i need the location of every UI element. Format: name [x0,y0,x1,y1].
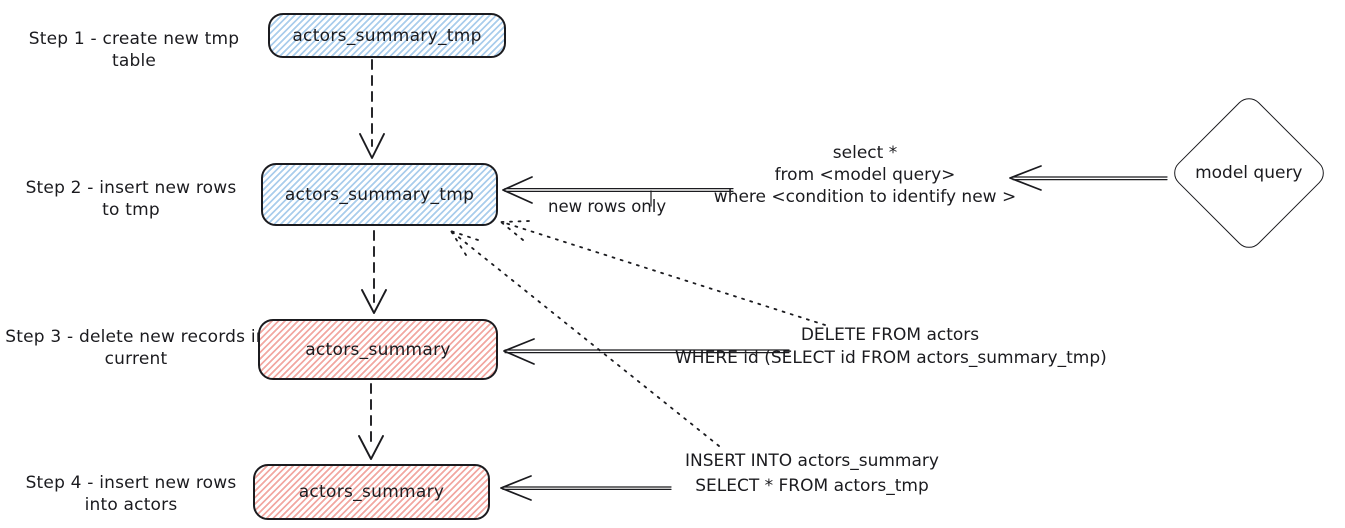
sql-line: WHERE id (SELECT id FROM actors_summary_… [675,348,1107,368]
arrow-sql-to-tmp-head [502,176,533,204]
node-step3-actors-summary: actors_summary [258,319,498,380]
node-label: actors_summary_tmp [292,25,482,46]
insert-sql-note: INSERT INTO actors_summary SELECT * FROM… [662,449,962,499]
step-2-label: Step 2 - insert new rows to tmp [15,177,247,221]
node-label: actors_summary_tmp [284,184,475,205]
dotted-arrowhead-delete-ref [500,220,530,241]
node-step4-actors-summary: actors_summary [253,464,490,520]
model-query-sql-note: select * from <model query> where <condi… [710,142,1020,208]
arrow-diamond-to-sql-shaft [1012,176,1168,181]
step-3-label-line2: current [104,349,168,369]
flow-arrowhead-step1-step2 [359,133,385,159]
step-3-label: Step 3 - delete new records in current [5,326,267,370]
dotted-arrowhead-insert-ref [450,230,479,256]
arrow-sql-to-tmp-shaft [504,188,734,192]
arrow-insert-to-summary-shaft [502,486,672,490]
node-label: actors_summary [305,339,451,360]
arrow-delete-to-summary-shaft [504,349,790,354]
step-2-label-line2: to tmp [102,200,160,220]
flow-arrowhead-step2-step3 [361,289,387,314]
step-3-label-line1: Step 3 - delete new records in [5,327,267,347]
arrow-diamond-to-sql-head [1009,165,1042,191]
sql-line: from <model query> [774,165,956,185]
flow-arrowhead-step3-step4 [358,435,384,460]
sql-line: select * [832,143,898,163]
arrow-insert-to-summary-head [500,475,532,501]
step-1-label: Step 1 - create new tmp table [6,28,262,72]
sql-line: where <condition to identify new > [713,187,1017,207]
sql-line: SELECT * FROM actors_tmp [695,476,929,496]
node-label: actors_summary [298,482,445,502]
sql-line: DELETE FROM actors [800,325,980,345]
step-1-label-line1: Step 1 - create new tmp table [28,29,240,71]
dotted-arrow-delete-ref [501,221,826,326]
delete-sql-note: DELETE FROM actors WHERE id (SELECT id F… [675,324,1107,370]
node-step2-actors-summary-tmp: actors_summary_tmp [261,163,498,226]
arrow-delete-to-summary-head [503,338,535,365]
step-4-label: Step 4 - insert new rows into actors [15,472,247,516]
step-4-label-line2: into actors [84,495,178,515]
step-2-label-line1: Step 2 - insert new rows [25,178,237,198]
step-4-label-line1: Step 4 - insert new rows [25,473,237,493]
sql-line: INSERT INTO actors_summary [685,451,939,471]
dotted-arrow-insert-ref [450,230,720,447]
edge-label-new-rows-only: new rows only [548,197,667,216]
model-query-diamond-label: model query [1195,162,1303,183]
node-step1-actors-summary-tmp: actors_summary_tmp [268,13,506,58]
